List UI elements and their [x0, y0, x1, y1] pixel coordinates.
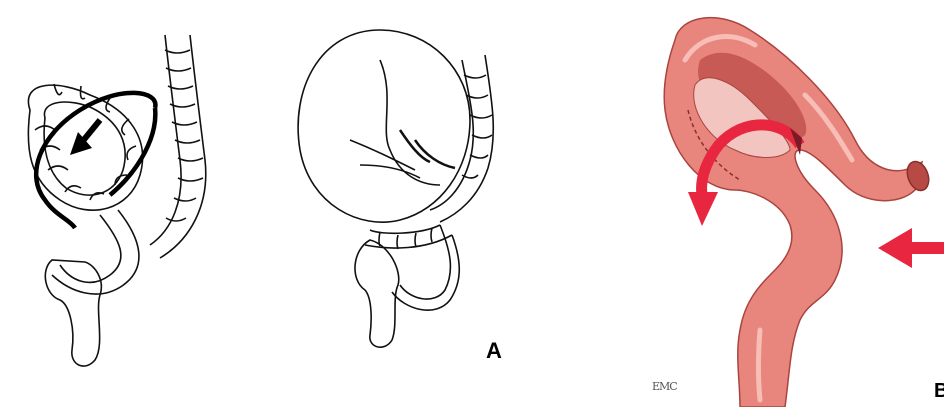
panel-b-illustration: [640, 0, 944, 407]
panel-a-illustration: [0, 0, 520, 407]
illustration-credit: EMC: [652, 380, 677, 393]
panel-a-label: A: [486, 338, 502, 364]
red-straight-arrow-icon: [878, 228, 944, 268]
figure-panel-b: [640, 0, 944, 407]
sigmoid-volvulus-drawing-1: [28, 35, 205, 366]
figure-panel-a: A: [0, 0, 520, 407]
panel-b-label: B: [934, 380, 944, 403]
sigmoid-volvulus-drawing-2: [298, 30, 493, 347]
black-curved-rotation-arrow-icon: [36, 93, 155, 228]
